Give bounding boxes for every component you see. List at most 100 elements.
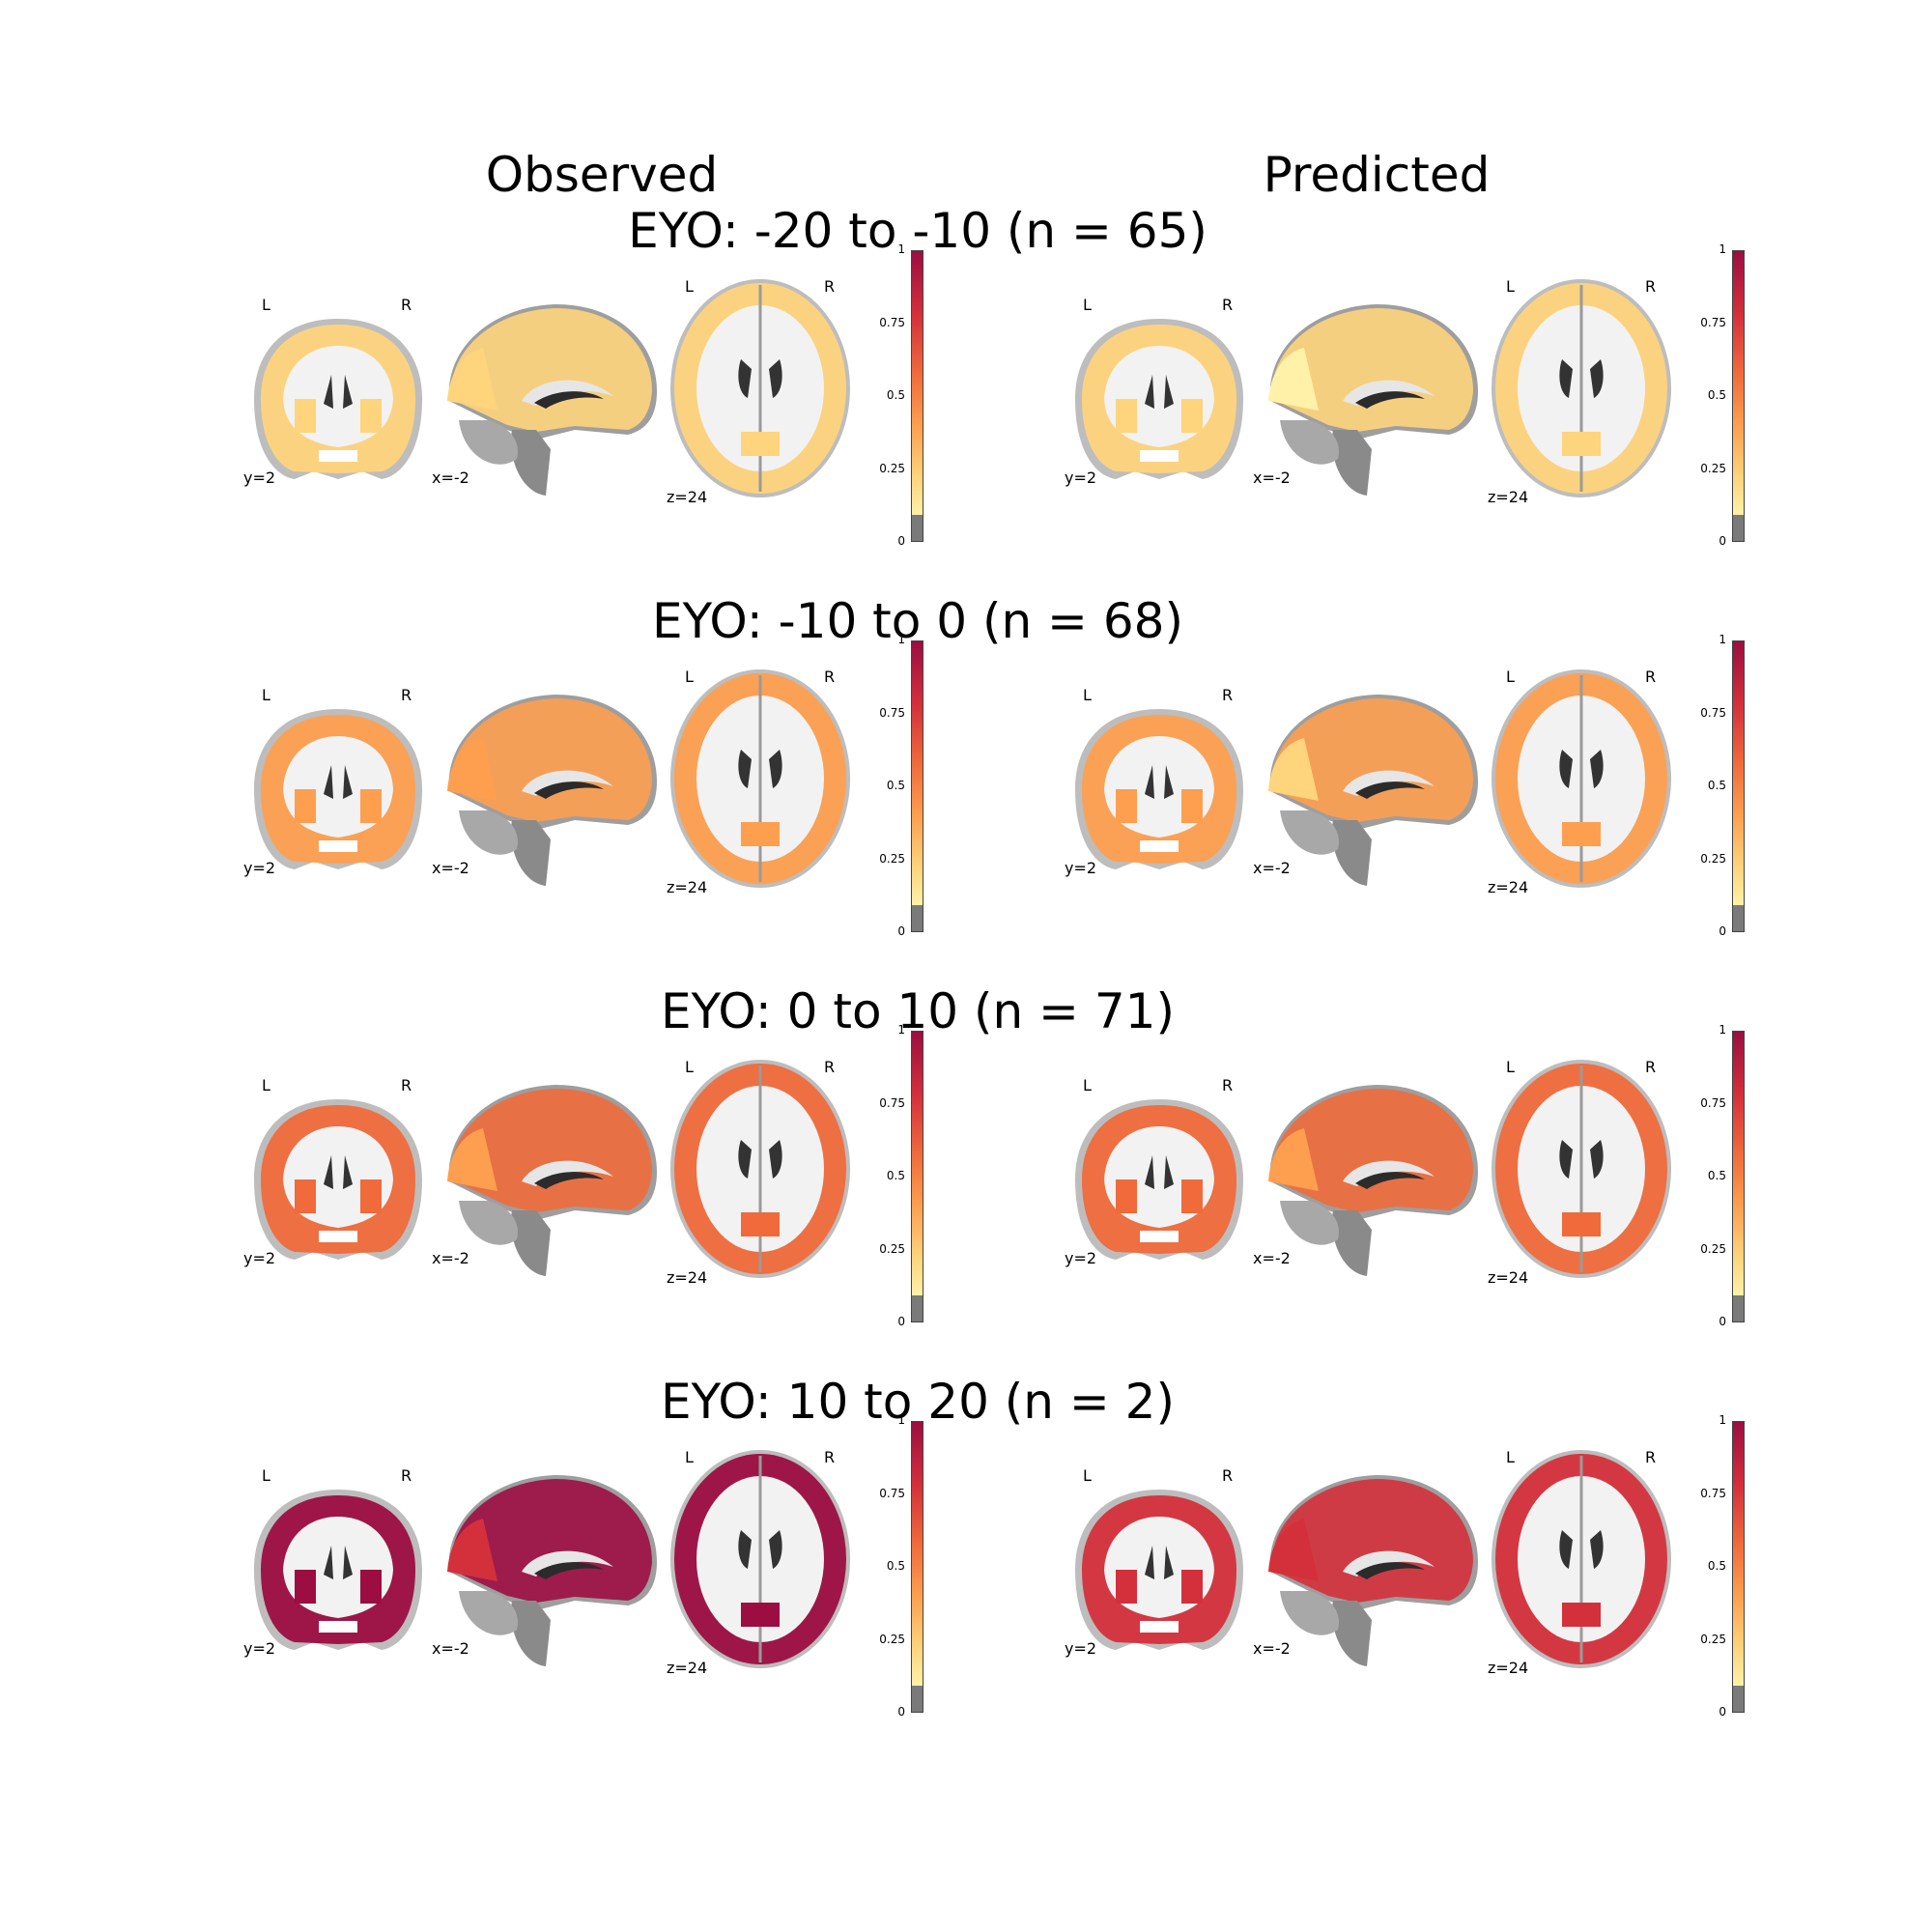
colorbar-tick-observed-2-1: 0.75 — [879, 1095, 905, 1110]
label-x-observed-3: x=-2 — [432, 1639, 469, 1658]
label-L-coronal-predicted-2: L — [1083, 1076, 1092, 1094]
colorbar-tick-predicted-3-2: 0.5 — [1707, 1559, 1726, 1573]
label-x-observed-1: x=-2 — [432, 859, 469, 877]
colorbar-tick-observed-0-3: 0.25 — [879, 461, 905, 475]
coronal-slice-observed-1 — [254, 709, 422, 869]
label-L-axial-observed-1: L — [685, 668, 694, 686]
label-R-coronal-observed-3: R — [401, 1466, 412, 1485]
label-z-observed-1: z=24 — [667, 878, 708, 896]
colorbar-tick-observed-2-0: 1 — [897, 1023, 905, 1037]
sagittal-slice-predicted-0 — [1268, 304, 1478, 496]
colorbar-tick-observed-3-2: 0.5 — [886, 1559, 905, 1573]
colorbar-predicted-1 — [1732, 640, 1745, 932]
coronal-slice-observed-3 — [254, 1490, 422, 1650]
colorbar-tick-observed-1-0: 1 — [897, 633, 905, 646]
colorbar-tick-observed-1-3: 0.25 — [879, 851, 905, 866]
axial-slice-predicted-0 — [1492, 279, 1671, 497]
label-L-axial-predicted-2: L — [1506, 1058, 1515, 1076]
colorbar-tick-predicted-2-2: 0.5 — [1707, 1169, 1726, 1182]
sagittal-slice-predicted-3 — [1268, 1475, 1478, 1666]
label-R-axial-predicted-3: R — [1645, 1448, 1657, 1466]
label-L-coronal-observed-0: L — [262, 296, 270, 314]
colorbar-predicted-2 — [1732, 1031, 1745, 1322]
axial-slice-observed-3 — [670, 1450, 850, 1668]
label-R-coronal-predicted-0: R — [1222, 296, 1234, 314]
colorbar-tick-predicted-1-0: 1 — [1719, 633, 1726, 646]
label-R-axial-observed-3: R — [824, 1448, 836, 1466]
label-R-axial-observed-0: R — [824, 277, 836, 296]
colorbar-observed-3 — [911, 1421, 923, 1713]
label-L-coronal-observed-2: L — [262, 1076, 270, 1094]
label-L-axial-predicted-0: L — [1506, 277, 1515, 296]
label-y-predicted-3: y=2 — [1065, 1639, 1097, 1658]
label-L-coronal-observed-3: L — [262, 1466, 270, 1485]
label-z-predicted-3: z=24 — [1488, 1659, 1529, 1677]
label-R-axial-observed-2: R — [824, 1058, 836, 1076]
colorbar-tick-predicted-3-0: 1 — [1719, 1413, 1726, 1427]
column-title-predicted: Predicted — [1263, 147, 1491, 203]
axial-slice-observed-1 — [670, 669, 850, 888]
label-R-axial-observed-1: R — [824, 668, 836, 686]
label-y-observed-3: y=2 — [243, 1639, 276, 1658]
colorbar-tick-observed-3-0: 1 — [897, 1413, 905, 1427]
colorbar-predicted-0 — [1732, 250, 1745, 542]
label-L-coronal-predicted-1: L — [1083, 686, 1092, 704]
label-L-axial-predicted-1: L — [1506, 668, 1515, 686]
label-R-axial-predicted-0: R — [1645, 277, 1657, 296]
label-R-coronal-predicted-1: R — [1222, 686, 1234, 704]
coronal-slice-predicted-3 — [1075, 1490, 1243, 1650]
label-L-axial-predicted-3: L — [1506, 1448, 1515, 1466]
colorbar-tick-predicted-0-2: 0.5 — [1707, 388, 1726, 402]
axial-slice-observed-0 — [670, 279, 850, 497]
colorbar-tick-predicted-1-4: 0 — [1719, 924, 1726, 938]
colorbar-tick-observed-3-3: 0.25 — [879, 1632, 905, 1646]
label-R-axial-predicted-1: R — [1645, 668, 1657, 686]
colorbar-tick-observed-2-3: 0.25 — [879, 1241, 905, 1256]
axial-slice-predicted-2 — [1492, 1060, 1671, 1278]
colorbar-tick-predicted-2-4: 0 — [1719, 1315, 1726, 1328]
colorbar-tick-observed-2-4: 0 — [897, 1315, 905, 1328]
colorbar-tick-observed-1-2: 0.5 — [886, 779, 905, 792]
coronal-slice-predicted-1 — [1075, 709, 1243, 869]
colorbar-tick-predicted-3-4: 0 — [1719, 1705, 1726, 1719]
label-x-predicted-2: x=-2 — [1253, 1249, 1291, 1267]
colorbar-tick-observed-3-4: 0 — [897, 1705, 905, 1719]
coronal-slice-predicted-0 — [1075, 319, 1243, 479]
label-R-axial-predicted-2: R — [1645, 1058, 1657, 1076]
label-L-axial-observed-0: L — [685, 277, 694, 296]
colorbar-tick-predicted-2-1: 0.75 — [1700, 1095, 1726, 1110]
sagittal-slice-observed-1 — [447, 695, 657, 886]
label-y-predicted-0: y=2 — [1065, 469, 1097, 487]
label-L-axial-observed-3: L — [685, 1448, 694, 1466]
sagittal-slice-observed-0 — [447, 304, 657, 496]
colorbar-tick-predicted-1-2: 0.5 — [1707, 779, 1726, 792]
colorbar-tick-observed-3-1: 0.75 — [879, 1486, 905, 1500]
label-x-observed-0: x=-2 — [432, 469, 469, 487]
sagittal-slice-predicted-1 — [1268, 695, 1478, 886]
label-z-predicted-0: z=24 — [1488, 488, 1529, 506]
colorbar-predicted-3 — [1732, 1421, 1745, 1713]
row-title-3: EYO: 10 to 20 (n = 2) — [661, 1374, 1175, 1430]
label-y-observed-0: y=2 — [243, 469, 276, 487]
axial-slice-predicted-1 — [1492, 669, 1671, 888]
colorbar-tick-observed-0-0: 1 — [897, 242, 905, 256]
label-y-observed-2: y=2 — [243, 1249, 276, 1267]
sagittal-slice-predicted-2 — [1268, 1085, 1478, 1276]
colorbar-tick-predicted-3-1: 0.75 — [1700, 1486, 1726, 1500]
label-z-observed-3: z=24 — [667, 1659, 708, 1677]
label-R-coronal-observed-2: R — [401, 1076, 412, 1094]
colorbar-tick-predicted-1-1: 0.75 — [1700, 705, 1726, 720]
coronal-slice-observed-0 — [254, 319, 422, 479]
label-y-observed-1: y=2 — [243, 859, 276, 877]
label-z-observed-2: z=24 — [667, 1268, 708, 1287]
label-x-predicted-1: x=-2 — [1253, 859, 1291, 877]
colorbar-observed-0 — [911, 250, 923, 542]
coronal-slice-predicted-2 — [1075, 1099, 1243, 1260]
row-title-1: EYO: -10 to 0 (n = 68) — [652, 593, 1183, 649]
label-z-predicted-2: z=24 — [1488, 1268, 1529, 1287]
label-x-predicted-3: x=-2 — [1253, 1639, 1291, 1658]
sagittal-slice-observed-3 — [447, 1475, 657, 1666]
label-R-coronal-predicted-2: R — [1222, 1076, 1234, 1094]
colorbar-tick-observed-1-1: 0.75 — [879, 705, 905, 720]
label-L-axial-observed-2: L — [685, 1058, 694, 1076]
